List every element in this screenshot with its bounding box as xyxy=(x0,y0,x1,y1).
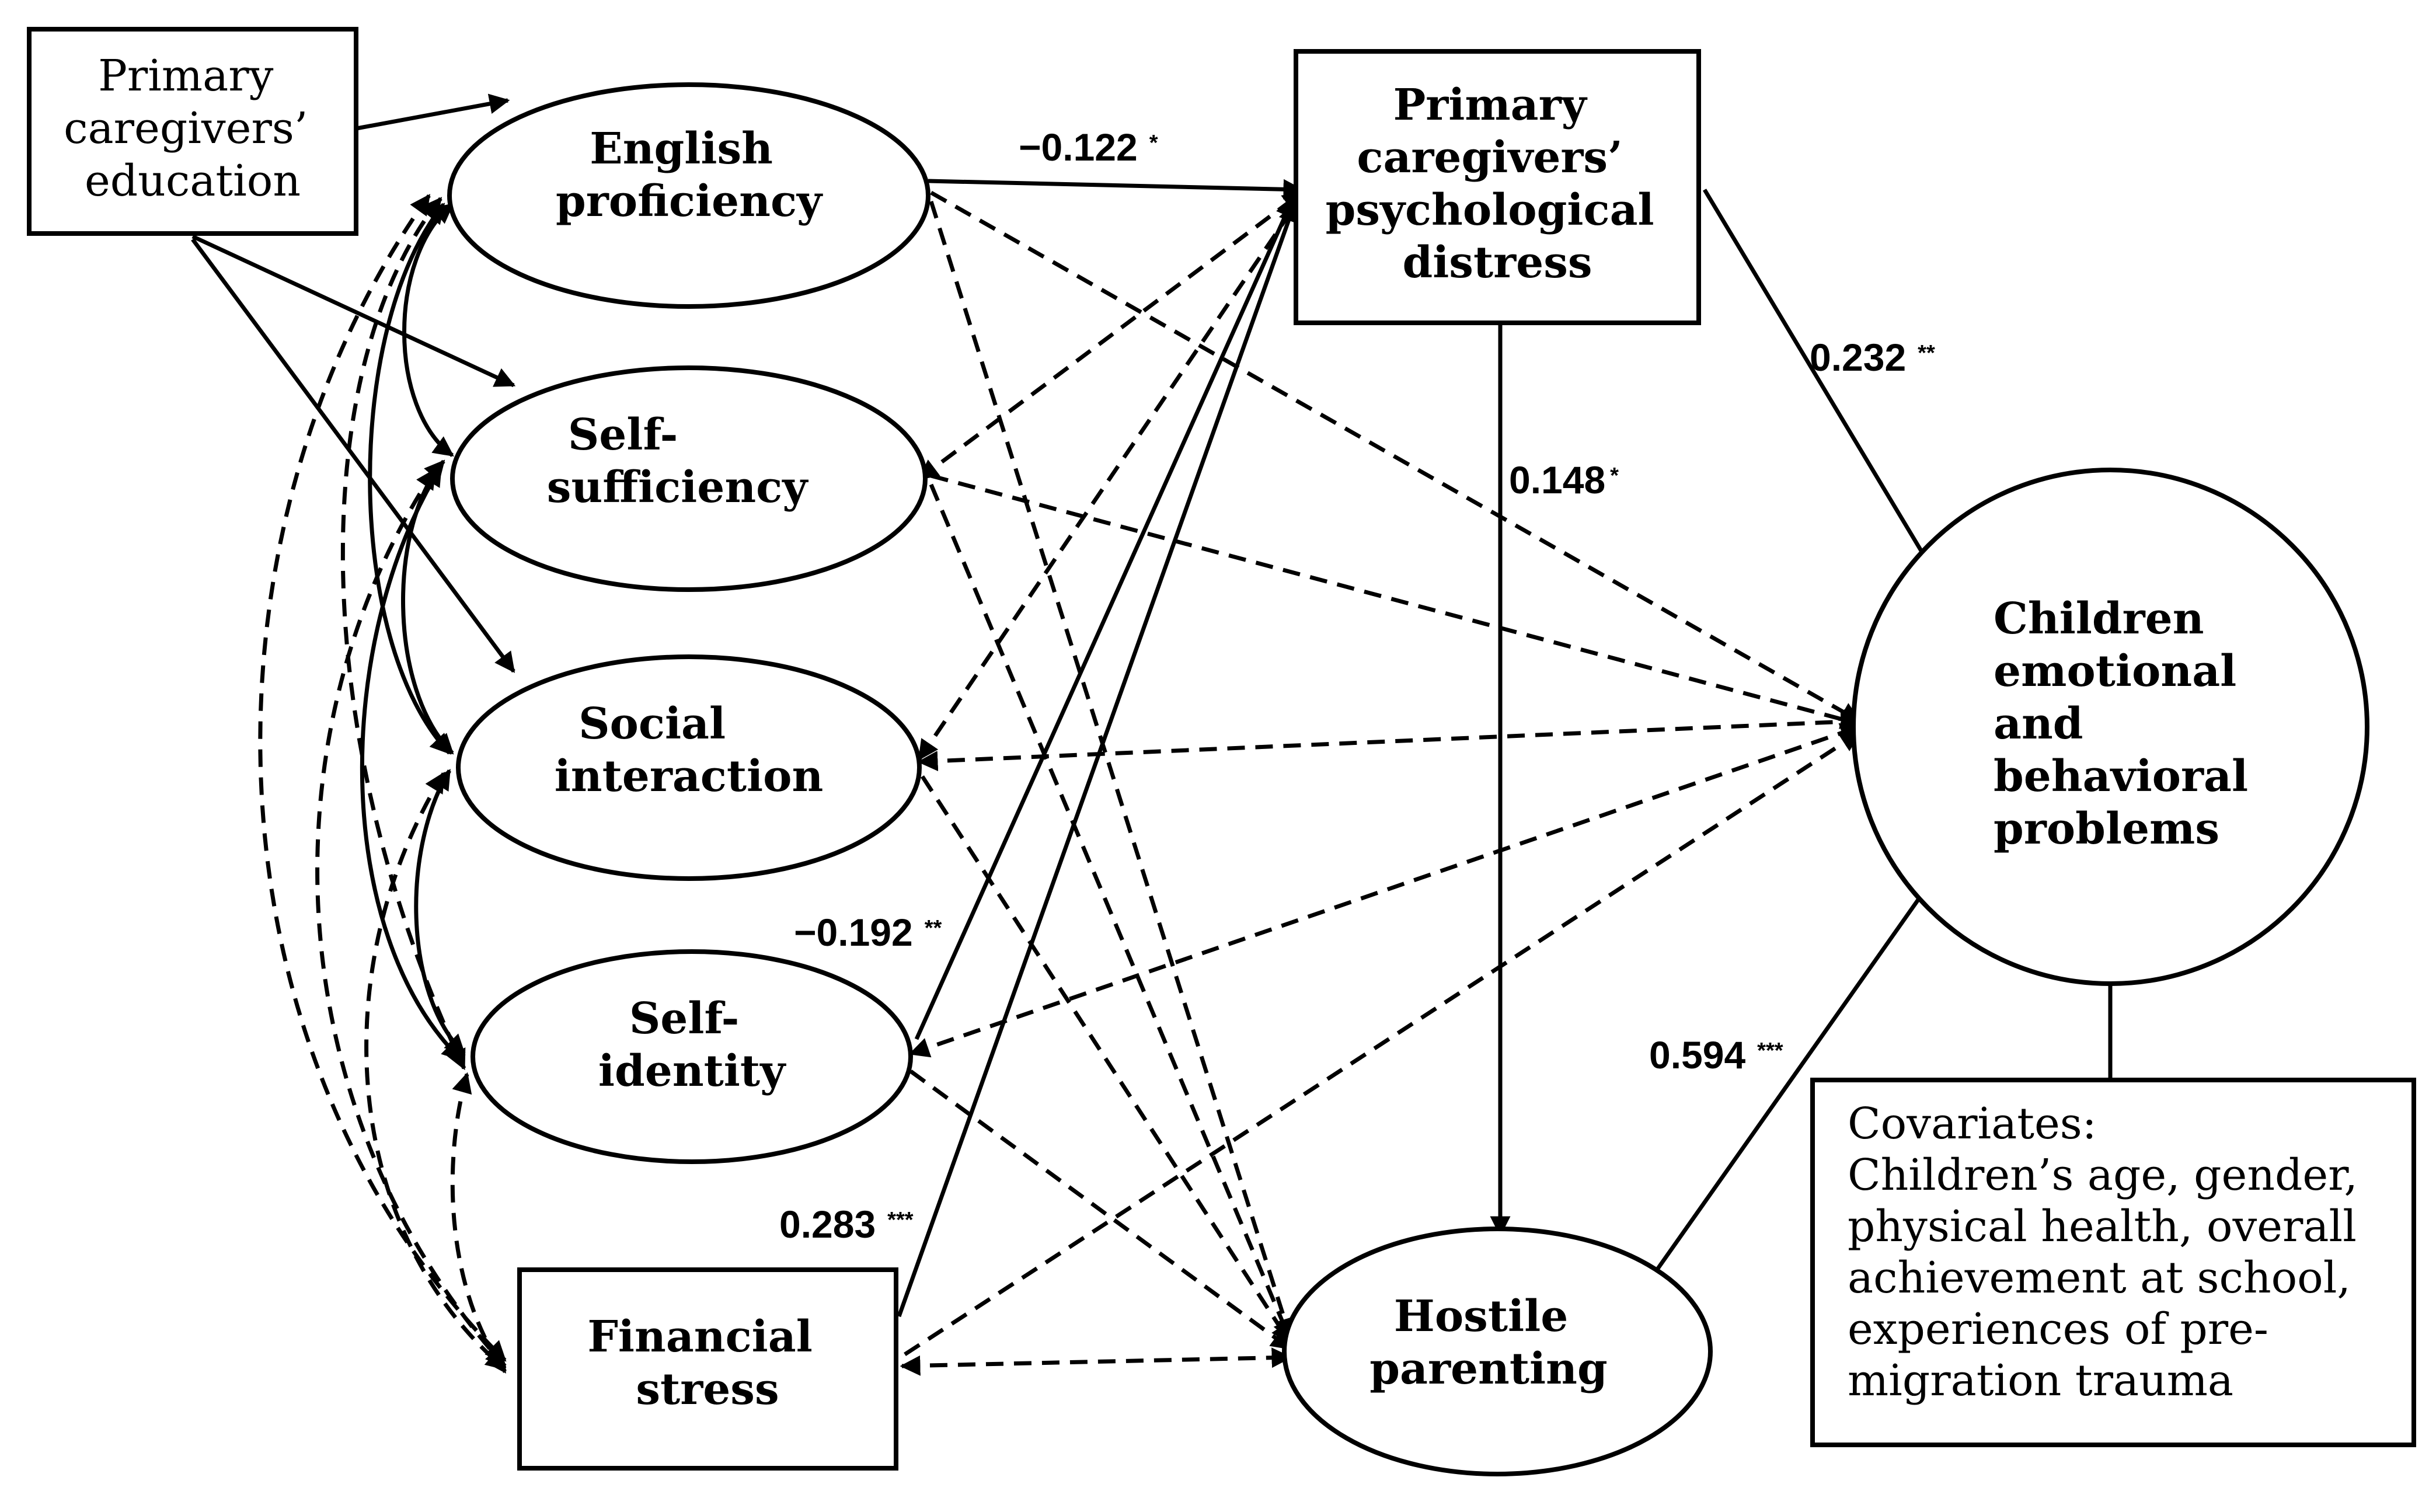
node-english-proficiency: English proficiency xyxy=(447,82,931,309)
education-line-1: Primary xyxy=(98,51,273,101)
cov-social-financial xyxy=(364,772,507,1371)
coef-financial-distress-sig: *** xyxy=(887,1208,914,1232)
edge-selfsufficiency-distress xyxy=(918,191,1304,480)
edge-social-hostile xyxy=(921,775,1292,1344)
education-line-3: education xyxy=(85,156,301,206)
distress-line-2: caregivers’ xyxy=(1357,133,1622,183)
node-hostile-parenting: Hostile parenting xyxy=(1282,1227,1713,1476)
svg-text:0.148 *: 0.148 * xyxy=(1509,458,1619,501)
covariates-line-2: Children’s age, gender, xyxy=(1848,1150,2358,1200)
svg-text:Financial stress: Financial stress xyxy=(587,1312,827,1415)
edge-selfsufficiency-children xyxy=(931,473,1862,729)
financial-line-1: Financial xyxy=(587,1312,812,1362)
english-line-2: proficiency xyxy=(556,176,823,227)
cov-selfsufficiency-social xyxy=(401,459,454,755)
node-social-interaction: Social interaction xyxy=(456,654,922,881)
coef-selfidentity-distress: −0.192 xyxy=(794,911,913,954)
edge-selfidentity-hostile xyxy=(909,1069,1292,1350)
coefficient-labels: −0.122 * 0.232 ** 0.148 * −0.192 ** 0.28… xyxy=(779,126,1935,1246)
education-line-2: caregivers’ xyxy=(64,103,308,154)
children-line-5: problems xyxy=(1994,804,2219,854)
hostile-line-1: Hostile xyxy=(1394,1291,1568,1342)
edge-english-distress xyxy=(928,179,1304,200)
svg-text:Primary caregivers’: Primary caregivers’ education xyxy=(64,51,322,206)
svg-text:Social interaction: Social interaction xyxy=(555,699,824,802)
selfsuff-line-2: sufficiency xyxy=(547,462,808,513)
edge-social-children xyxy=(917,711,1862,772)
children-line-3: and xyxy=(1994,699,2083,749)
selfsuff-line-1: Self- xyxy=(568,410,678,460)
edge-financial-children xyxy=(904,731,1861,1356)
edge-education-selfsufficiency xyxy=(191,234,516,388)
svg-text:Self- identity: Self- identity xyxy=(598,994,786,1096)
covariates-line-4: achievement at school, xyxy=(1848,1253,2351,1303)
covariates-line-6: migration trauma xyxy=(1848,1356,2233,1406)
coef-english-distress-sig: * xyxy=(1149,131,1158,155)
cov-english-selfsufficiency xyxy=(402,203,454,457)
edge-english-hostile xyxy=(929,200,1295,1339)
social-line-1: Social xyxy=(579,699,726,749)
edge-selfidentity-distress xyxy=(914,196,1295,1040)
social-line-2: interaction xyxy=(555,751,824,802)
cov-selfidentity-financial xyxy=(450,1072,507,1374)
hostile-line-2: parenting xyxy=(1369,1344,1607,1394)
covariates-line-1: Covariates: xyxy=(1848,1099,2097,1149)
covariates-line-3: physical health, overall xyxy=(1848,1201,2357,1252)
node-covariates: Covariates: Children’s age, gender, phys… xyxy=(1810,1078,2416,1447)
edges xyxy=(191,93,2121,1376)
cov-education-english-dashed xyxy=(340,197,466,1071)
cov-selfsufficiency-selfidentity xyxy=(360,465,463,1061)
cov-english-financial xyxy=(258,194,507,1362)
svg-text:Covariates: Children’s a: Covariates: Children’s age, gender, phys… xyxy=(1848,1099,2371,1406)
edge-social-distress xyxy=(918,194,1304,761)
covariates-line-5: experiences of pre- xyxy=(1848,1304,2268,1354)
node-self-identity: Self- identity xyxy=(471,949,913,1164)
node-psychological-distress: Primary caregivers’ psychological distre… xyxy=(1294,49,1701,325)
edge-hostile-children xyxy=(1653,874,1937,1274)
coef-hostile-children: 0.594 xyxy=(1649,1033,1745,1076)
cov-selfsufficiency-financial xyxy=(315,468,507,1368)
selfid-line-2: identity xyxy=(598,1046,786,1096)
svg-text:0.594 ***: 0.594 *** xyxy=(1649,1033,1783,1076)
svg-text:0.232 **: 0.232 ** xyxy=(1810,336,1935,379)
svg-text:Primary caregivers’: Primary caregivers’ psychological distre… xyxy=(1326,80,1670,288)
node-self-sufficiency: Self- sufficiency xyxy=(450,365,928,592)
node-education: Primary caregivers’ education xyxy=(27,27,358,236)
edge-financial-hostile xyxy=(900,1347,1292,1376)
svg-text:Children emotional: Children emotional and behavioral proble… xyxy=(1994,594,2263,854)
svg-text:0.283 ***: 0.283 *** xyxy=(779,1203,914,1246)
children-line-4: behavioral xyxy=(1994,751,2248,802)
edge-education-english xyxy=(350,93,510,132)
coef-financial-distress: 0.283 xyxy=(779,1203,876,1246)
coef-selfidentity-distress-sig: ** xyxy=(925,916,942,940)
coef-english-distress: −0.122 xyxy=(1019,126,1138,169)
distress-line-3: psychological xyxy=(1326,185,1654,235)
distress-line-1: Primary xyxy=(1393,80,1588,130)
coef-distress-children-sig: ** xyxy=(1918,341,1935,365)
edge-distress-children xyxy=(1702,189,1935,572)
svg-text:−0.192 **: −0.192 ** xyxy=(794,911,942,954)
coef-hostile-children-sig: *** xyxy=(1757,1039,1783,1063)
children-line-1: Children xyxy=(1994,594,2204,644)
edge-selfsufficiency-hostile xyxy=(929,483,1292,1342)
coef-distress-hostile: 0.148 xyxy=(1509,458,1605,501)
selfid-line-1: Self- xyxy=(629,994,740,1044)
english-line-1: English xyxy=(590,124,773,174)
svg-text:Hostile parenting: Hostile parenting xyxy=(1369,1291,1607,1394)
svg-text:Self- sufficiency: Self- sufficiency xyxy=(547,410,808,513)
svg-text:−0.122 *: −0.122 * xyxy=(1019,126,1158,169)
node-financial-stress: Financial stress xyxy=(517,1267,898,1471)
coef-distress-hostile-sig: * xyxy=(1610,464,1619,488)
coef-distress-children: 0.232 xyxy=(1810,336,1906,379)
node-children-problems: Children emotional and behavioral proble… xyxy=(1851,468,2369,986)
financial-line-2: stress xyxy=(636,1364,779,1415)
children-line-2: emotional xyxy=(1994,646,2236,696)
distress-line-4: distress xyxy=(1402,238,1592,288)
svg-text:English proficiency: English proficiency xyxy=(556,124,823,227)
